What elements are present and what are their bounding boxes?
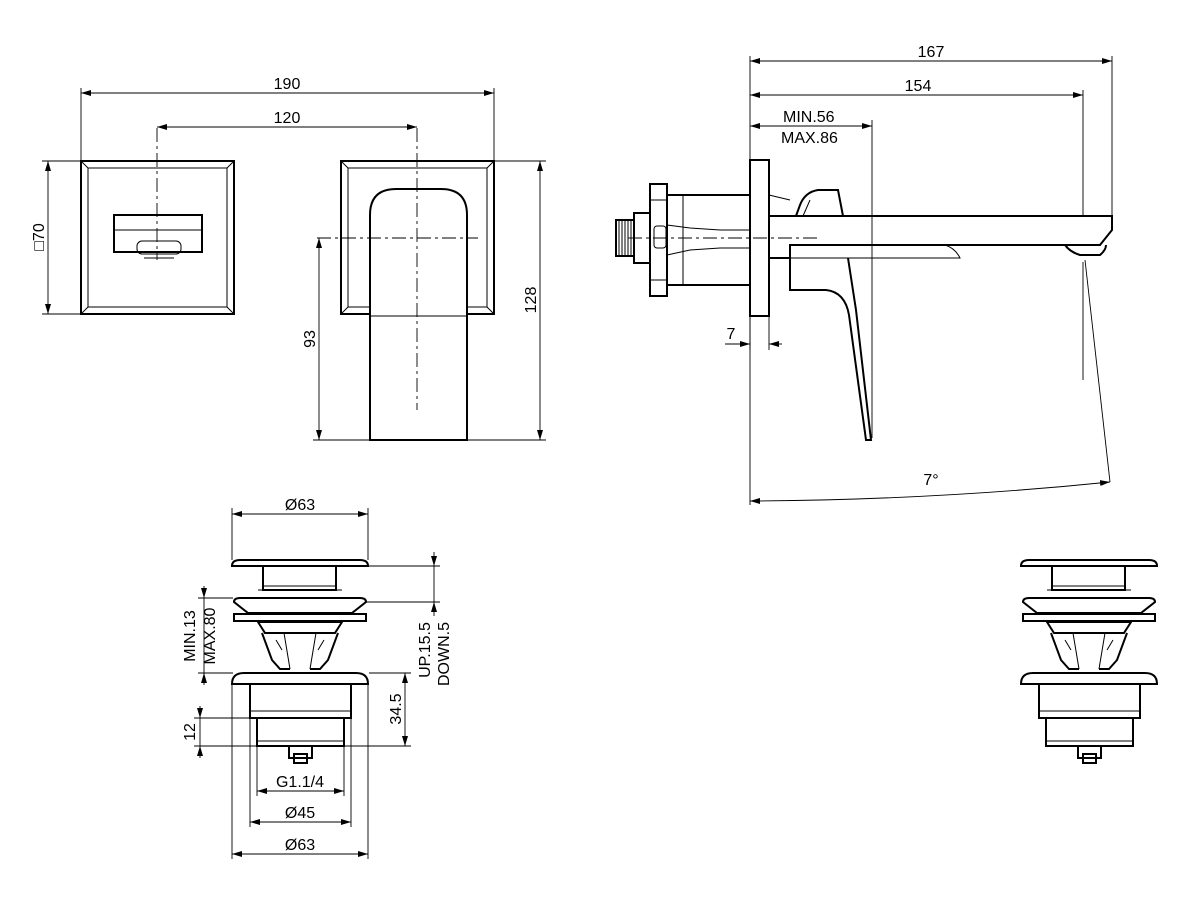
dim-cap-diameter: Ø63 xyxy=(231,497,369,560)
dim-label-120: 120 xyxy=(274,110,301,127)
dim-min-max: MIN.13 MAX.80 xyxy=(182,586,233,685)
spout-body xyxy=(768,189,1113,259)
dim-label-128: 128 xyxy=(523,287,540,314)
dim-centers: 120 xyxy=(157,110,417,130)
dim-body-diameter: Ø45 xyxy=(249,719,352,827)
dim-travel: UP.15.5 DOWN.5 xyxy=(367,552,453,686)
dim-thread-height: 12 xyxy=(182,706,256,758)
dim-label-7: 7 xyxy=(727,326,736,343)
waste-body xyxy=(230,559,370,764)
dim-label-up: UP.15.5 xyxy=(417,622,434,678)
dim-label-154: 154 xyxy=(905,78,932,95)
dim-label-34-5: 34.5 xyxy=(388,693,405,724)
dim-label-min13: MIN.13 xyxy=(182,610,199,662)
dim-wall-range: MIN.56 MAX.86 xyxy=(750,109,873,438)
wall-plate xyxy=(749,159,770,317)
dim-label-190: 190 xyxy=(274,76,301,93)
dim-label-down: DOWN.5 xyxy=(436,622,453,686)
dim-body-height: 34.5 xyxy=(345,672,411,747)
dim-label-angle: 7° xyxy=(923,472,938,489)
dim-total-projection: 167 xyxy=(749,44,1113,215)
dim-label-min56: MIN.56 xyxy=(783,109,835,126)
dim-overall-width: 190 xyxy=(80,76,495,160)
dim-label-93: 93 xyxy=(302,330,319,348)
dim-spout-projection: 154 xyxy=(750,78,1084,215)
side-view: 167 154 MIN.56 MAX.86 7 7° xyxy=(615,44,1113,505)
waste-plain-view xyxy=(1019,559,1159,764)
dim-angle: 7° xyxy=(749,259,1111,505)
dim-spout-height: 93 xyxy=(302,238,369,441)
front-view: 190 120 □70 93 128 xyxy=(31,76,546,441)
dim-label-12: 12 xyxy=(182,723,199,741)
dim-plate-height: 128 xyxy=(468,160,546,441)
dim-label-cap-63: Ø63 xyxy=(285,497,315,514)
dim-label-max86: MAX.86 xyxy=(781,130,838,147)
dim-plate-square: □70 xyxy=(31,160,80,315)
dim-label-167: 167 xyxy=(918,44,945,61)
waste-detail: Ø63 MIN.13 MAX.80 UP.15.5 DOWN.5 3 xyxy=(182,497,453,859)
dim-label-max80: MAX.80 xyxy=(202,607,219,664)
lever-handle xyxy=(789,257,873,441)
dim-label-45: Ø45 xyxy=(285,805,315,822)
dim-thread: G1.1/4 xyxy=(256,747,345,796)
thread-connector xyxy=(615,183,751,297)
dim-label-flange-63: Ø63 xyxy=(285,837,315,854)
handle-plate xyxy=(80,160,235,315)
dim-label-70: □70 xyxy=(31,223,48,251)
dim-plate-thickness: 7 xyxy=(725,317,782,350)
dim-label-g114: G1.1/4 xyxy=(276,774,324,791)
spout-plate xyxy=(340,160,495,441)
dim-flange-diameter: Ø63 xyxy=(231,685,369,859)
